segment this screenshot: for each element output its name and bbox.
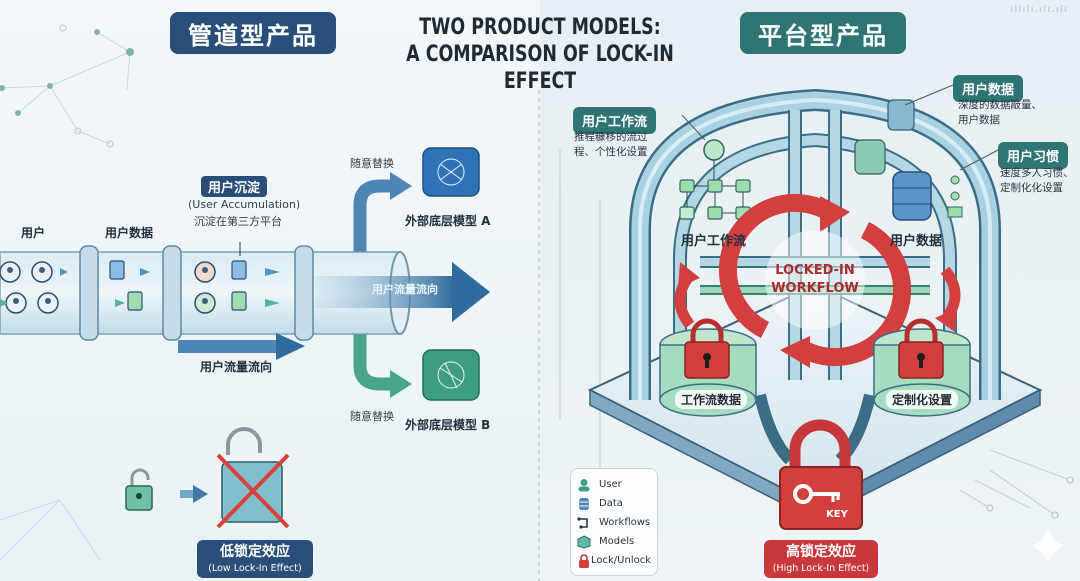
- user-data-tag: 用户数据: [953, 75, 1024, 102]
- flow-direction-label-inside: 用户流量流向: [372, 283, 438, 296]
- user-workflow-desc: 推程糠移的流过 程、个性化设置: [574, 130, 648, 160]
- user-icon: [577, 478, 591, 492]
- legend: User Data Workflows Models Lock/Unlock: [570, 468, 658, 576]
- user-accumulation-badge: 用户沉淀: [201, 176, 268, 197]
- swap-label-bottom: 随意替换: [350, 410, 394, 423]
- user-workflow-tag: 用户工作流: [573, 107, 657, 134]
- lock-icon: [684, 318, 730, 379]
- pipeline-product-title: 管道型产品: [170, 12, 336, 54]
- legend-label: Lock/Unlock: [590, 555, 651, 566]
- data-icon: [577, 497, 591, 511]
- legend-label: User: [599, 479, 622, 490]
- lock-icon: [898, 318, 944, 379]
- legend-item-workflows: Workflows: [577, 513, 651, 532]
- user-data-desc-line2: 用户数据: [958, 114, 1000, 126]
- locked-in-workflow-label: LOCKED-IN WORKFLOW: [765, 262, 865, 298]
- model-b-label: 外部底层模型 B: [405, 418, 491, 432]
- user-habit-desc-line2: 定制化化设置: [1000, 182, 1063, 194]
- legend-item-lock: Lock/Unlock: [577, 551, 651, 570]
- users-label: 用户: [21, 226, 46, 240]
- low-lock-in-zh: 低锁定效应: [220, 544, 290, 560]
- model-a-label: 外部底层模型 A: [405, 214, 491, 228]
- watermark: ıllılı.ılı.ılı: [1010, 5, 1068, 15]
- legend-label: Models: [599, 536, 635, 547]
- user-icon: [0, 261, 216, 314]
- model-icon: [577, 534, 591, 549]
- legend-label: Data: [599, 498, 623, 509]
- low-lock-in-badge: 低锁定效应 (Low Lock-In Effect): [197, 540, 313, 578]
- customization-label: 定制化设置: [886, 390, 959, 409]
- user-accumulation-en: (User Accumulation): [188, 198, 301, 211]
- high-lock-in-zh: 高锁定效应: [786, 544, 856, 560]
- platform-product-title: 平台型产品: [740, 12, 906, 54]
- loop-label-line1: LOCKED-IN: [775, 263, 855, 278]
- branch-arrow-to-model-a: [353, 179, 392, 268]
- branch-arrow-to-model-b: [353, 320, 392, 391]
- user-data-desc-line1: 深度的数据敲量、: [958, 99, 1042, 111]
- workflow-diagram: [679, 139, 751, 220]
- user-workflow-desc-line2: 程、个性化设置: [574, 146, 648, 158]
- legend-item-models: Models: [577, 532, 651, 551]
- user-accumulation-desc: 沉淀在第三方平台: [194, 215, 282, 228]
- document-icon: [109, 260, 247, 311]
- broken-lock-icon: [216, 427, 290, 529]
- user-habit-tag: 用户习惯: [998, 142, 1069, 169]
- legend-label: Workflows: [599, 517, 651, 528]
- flow-direction-label-below: 用户流量流向: [200, 360, 273, 374]
- loop-label-line2: WORKFLOW: [771, 281, 859, 296]
- legend-item-user: User: [577, 475, 651, 494]
- workflow-center-label: 用户工作流: [681, 234, 747, 249]
- panel-divider: [538, 90, 540, 581]
- key-label: KEY: [826, 509, 848, 520]
- locked-in-loop-icon: [718, 193, 912, 367]
- workflow-icon: [577, 516, 591, 530]
- user-data-label: 用户数据: [105, 226, 154, 240]
- high-lock-in-badge: 高锁定效应 (High Lock-In Effect): [764, 540, 878, 578]
- arrow-right-icon: [180, 485, 208, 503]
- user-workflow-desc-line1: 推程糠移的流过: [574, 131, 648, 143]
- flow-arrow-main: [315, 276, 455, 308]
- key-lock-icon: [779, 419, 863, 530]
- main-title-line2: A COMPARISON OF LOCK-IN EFFECT: [406, 42, 674, 94]
- pipeline-diagram: [0, 147, 490, 529]
- workflow-data-label: 工作流数据: [675, 390, 748, 409]
- high-lock-in-en: (High Lock-In Effect): [772, 563, 870, 574]
- lock-icon: [577, 553, 589, 568]
- user-habit-desc-line1: 速度多人习惯、: [1000, 167, 1074, 179]
- open-lock-small-icon: [125, 468, 153, 511]
- workflow-user-icon: [703, 139, 725, 161]
- pipe-ring: [79, 245, 314, 341]
- legend-item-data: Data: [577, 494, 651, 513]
- user-data-desc: 深度的数据敲量、 用户数据: [958, 98, 1042, 128]
- main-title: TWO PRODUCT MODELS: A COMPARISON OF LOCK…: [382, 14, 699, 95]
- data-center-label: 用户数据: [890, 234, 943, 249]
- main-title-line1: TWO PRODUCT MODELS:: [419, 15, 661, 40]
- flow-arrow-lower: [178, 340, 278, 353]
- swap-label-top: 随意替换: [350, 157, 394, 170]
- database-icon: [854, 99, 932, 221]
- low-lock-in-en: (Low Lock-In Effect): [208, 563, 302, 574]
- user-habit-desc: 速度多人习惯、 定制化化设置: [1000, 166, 1074, 196]
